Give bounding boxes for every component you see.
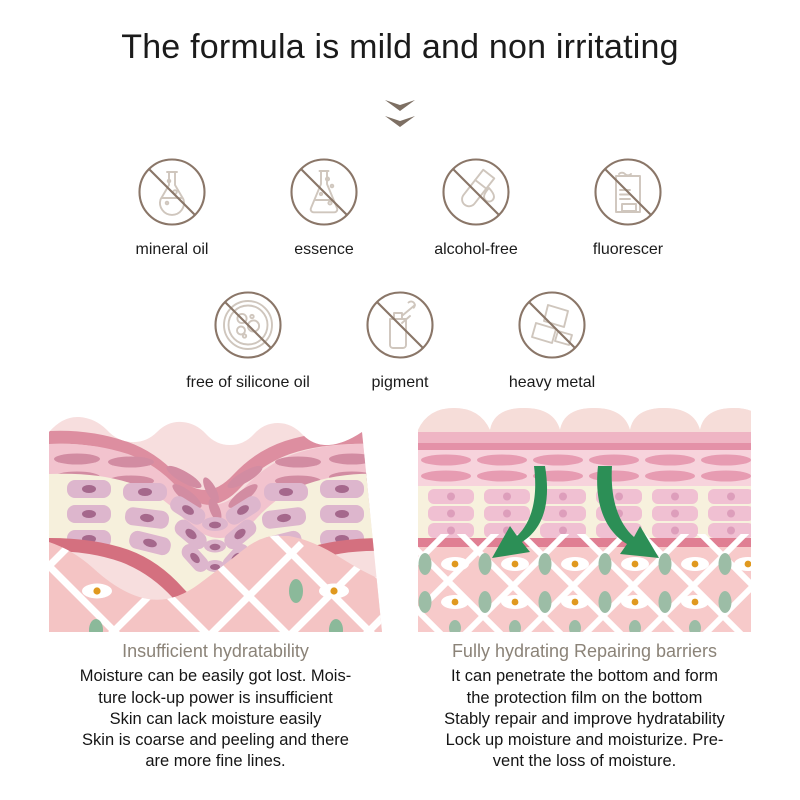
dehydrated-skin-cross-section <box>49 416 382 632</box>
free-from-item-heavy-metal: heavy metal <box>508 283 596 392</box>
panel-body-line: Lock up moisture and moisturize. Pre- <box>445 730 724 749</box>
comparison-panel-right: Fully hydrating Repairing barriers It ca… <box>418 406 751 772</box>
panel-body-line: Skin can lack moisture easily <box>109 709 322 728</box>
free-from-label: pigment <box>371 374 429 391</box>
no-heavy-metal-icon <box>518 291 586 359</box>
free-from-label: free of silicone oil <box>186 374 310 391</box>
free-from-label: essence <box>294 241 354 258</box>
free-from-item-mineral-oil: mineral oil <box>130 150 214 259</box>
free-from-label: alcohol-free <box>434 241 518 258</box>
comparison-panel-left: Insufficient hydratability Moisture can … <box>49 406 382 772</box>
double-chevron-down-icon <box>383 98 417 129</box>
panel-body-left: Moisture can be easily got lost. Mois- t… <box>49 666 382 772</box>
panel-body-right: It can penetrate the bottom and form the… <box>418 666 751 772</box>
free-from-item-alcohol-free: alcohol-free <box>434 150 518 259</box>
free-from-item-pigment: pigment <box>358 283 442 392</box>
free-from-row-2: free of silicone oil pigment h <box>0 283 800 392</box>
free-from-label: fluorescer <box>592 241 664 258</box>
panel-body-line: are more fine lines. <box>145 751 286 770</box>
free-from-row-1: mineral oil essence <box>0 150 800 259</box>
penetration-arrow-group <box>492 466 659 558</box>
free-from-item-fluorescer: fluorescer <box>586 150 670 259</box>
panel-heading-right: Fully hydrating Repairing barriers <box>451 641 718 661</box>
page-title: The formula is mild and non irritating <box>121 28 679 66</box>
hydrated-skin-cross-section <box>418 408 751 632</box>
panel-body-line: Moisture can be easily got lost. Mois- <box>79 667 352 686</box>
free-from-item-silicone-oil: free of silicone oil <box>186 283 310 392</box>
panel-body-line: the protection film on the bottom <box>466 688 703 707</box>
panel-body-line: vent the loss of moisture. <box>492 751 677 770</box>
comparison-section: Insufficient hydratability Moisture can … <box>0 406 800 772</box>
panel-body-line: Skin is coarse and peeling and there <box>82 730 349 749</box>
panel-body-line: ture lock-up power is insufficient <box>98 688 333 707</box>
chevron-down-icon-top <box>385 100 415 111</box>
no-pigment-icon <box>366 291 434 359</box>
free-from-label: heavy metal <box>508 374 596 391</box>
panel-body-line: It can penetrate the bottom and form <box>451 667 718 686</box>
panel-heading-left: Insufficient hydratability <box>122 641 309 661</box>
no-alcohol-icon <box>442 158 510 226</box>
no-essence-icon <box>290 158 358 226</box>
no-mineral-oil-icon <box>138 158 206 226</box>
free-from-item-essence: essence <box>282 150 366 259</box>
free-from-label: mineral oil <box>135 241 209 258</box>
chevron-down-icon-bottom <box>385 116 415 127</box>
no-silicone-oil-icon <box>214 291 282 359</box>
panel-body-line: Stably repair and improve hydratability <box>444 709 725 728</box>
no-fluorescer-icon <box>594 158 662 226</box>
